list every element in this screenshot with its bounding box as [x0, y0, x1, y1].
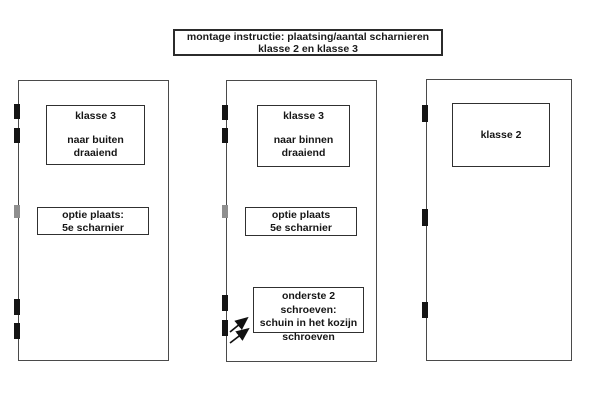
- hinge-marker: [422, 209, 428, 226]
- hinge-marker: [422, 302, 428, 318]
- door1-option-line2: 5e scharnier: [62, 222, 124, 234]
- door2-class-label: klasse 3: [283, 110, 324, 122]
- door2-class-label-box: klasse 3 naar binnen draaiend: [257, 105, 350, 167]
- door2-swing-line1: naar binnen: [273, 134, 334, 146]
- door2-option-line2: 5e scharnier: [270, 222, 332, 234]
- door1-class-label: klasse 3: [75, 110, 116, 122]
- door3-class-label-box: klasse 2: [452, 103, 550, 167]
- door2-option-line1: optie plaats: [271, 209, 331, 221]
- hinge-marker: [14, 104, 20, 119]
- hinge-marker: [222, 295, 228, 311]
- door1-swing-direction: naar buiten draaiend: [47, 134, 144, 160]
- title-line-2: klasse 2 en klasse 3: [258, 42, 358, 55]
- door3-class-label: klasse 2: [480, 128, 522, 141]
- hinge-marker: [14, 128, 20, 143]
- door2-swing-line2: draaiend: [281, 147, 326, 159]
- title-line-1: montage instructie: plaatsing/aantal sch…: [186, 31, 430, 43]
- hinge-marker: [422, 105, 428, 122]
- door1-class-label-box: klasse 3 naar buiten draaiend: [46, 105, 145, 165]
- hinge-marker: [222, 105, 228, 120]
- door2-swing-direction: naar binnen draaiend: [258, 134, 349, 160]
- door1-option-hinge-box: optie plaats: 5e scharnier: [37, 207, 149, 235]
- door-klasse3-naar-buiten: klasse 3 naar buiten draaiend optie plaa…: [14, 80, 169, 361]
- title-box: montage instructie: plaatsing/aantal sch…: [173, 29, 443, 56]
- door2-note-line3: schroeven: [282, 330, 335, 343]
- door2-screw-note-box: onderste 2 schroeven: schuin in het kozi…: [253, 287, 364, 343]
- hinge-marker: [14, 299, 20, 315]
- door-klasse2: klasse 2: [422, 79, 572, 361]
- door2-note-line2: schuin in het kozijn: [259, 317, 358, 329]
- hinge-marker: [222, 320, 228, 336]
- hinge-marker: [222, 128, 228, 143]
- hinge-marker: [14, 323, 20, 339]
- optional-hinge-marker: [14, 205, 20, 218]
- door1-option-line1: optie plaats:: [62, 209, 124, 221]
- door2-note-line1: onderste 2 schroeven:: [280, 290, 337, 316]
- door1-swing-line1: naar buiten: [67, 134, 124, 146]
- optional-hinge-marker: [222, 205, 228, 218]
- screw-direction-arrows-icon: [229, 316, 250, 344]
- door-klasse3-naar-binnen: klasse 3 naar binnen draaiend optie plaa…: [222, 80, 377, 362]
- door2-option-hinge-box: optie plaats 5e scharnier: [245, 207, 357, 236]
- door1-swing-line2: draaiend: [73, 147, 118, 159]
